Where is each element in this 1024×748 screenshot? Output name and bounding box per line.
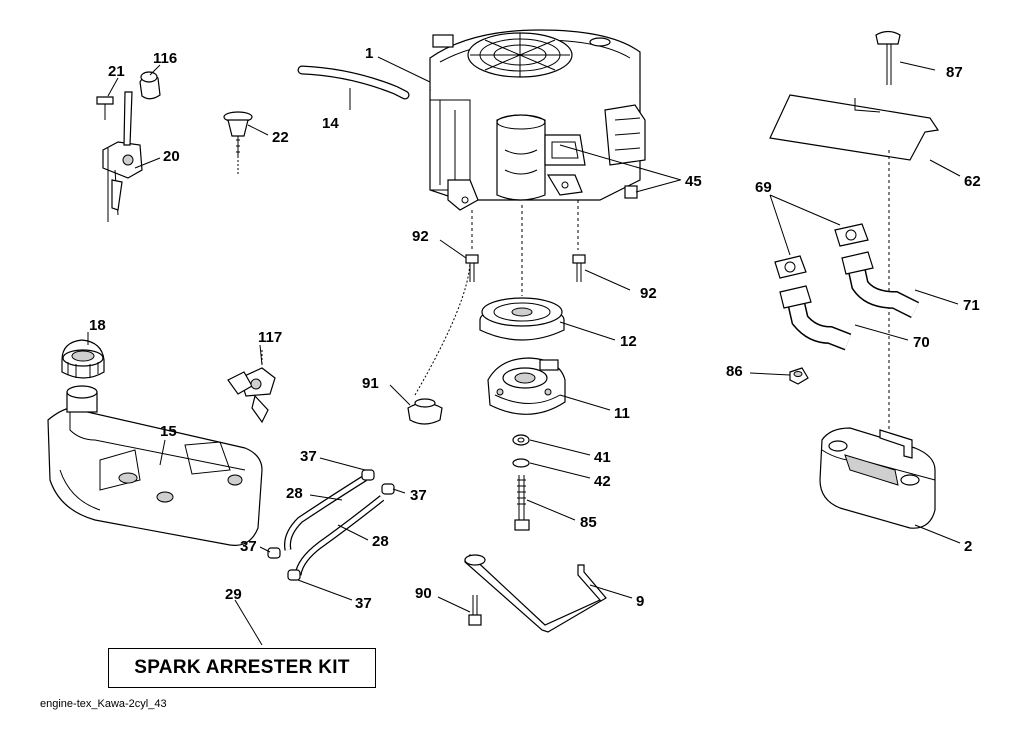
- oil-drain-plug: [624, 179, 681, 199]
- fuel-cap: [61, 339, 105, 379]
- muffler: [819, 427, 936, 529]
- exhaust-pipe-right: [841, 251, 920, 319]
- lock-washer: [512, 458, 530, 468]
- heat-shield: [769, 94, 940, 161]
- label-18: 18: [89, 317, 106, 334]
- clutch-bolt: [514, 475, 530, 531]
- part-labels: 1 116 21 22 14 20 87 62 45 69 92 92 71 1…: [89, 45, 981, 612]
- label-2: 2: [964, 538, 972, 555]
- label-92b: 92: [640, 285, 657, 302]
- label-117: 117: [258, 329, 282, 346]
- fuel-tank: [47, 385, 263, 546]
- label-37a: 37: [300, 448, 317, 465]
- label-37c: 37: [240, 538, 257, 555]
- label-85: 85: [580, 514, 597, 531]
- label-21: 21: [108, 63, 125, 80]
- label-42: 42: [594, 473, 611, 490]
- label-28b: 28: [372, 533, 389, 550]
- label-90: 90: [415, 585, 432, 602]
- label-1: 1: [365, 45, 373, 62]
- fuel-valve: [227, 350, 276, 424]
- hose-clamp: [267, 469, 395, 581]
- spark-arrester-kit-label: SPARK ARRESTER KIT: [134, 657, 350, 678]
- exhaust-pipe-left: [779, 285, 852, 351]
- throttle-knob: [139, 71, 161, 100]
- label-45: 45: [685, 173, 702, 190]
- engine: [429, 29, 646, 211]
- choke-knob: [96, 96, 114, 120]
- label-69: 69: [755, 179, 772, 196]
- label-86: 86: [726, 363, 743, 380]
- label-15: 15: [160, 423, 177, 440]
- label-71: 71: [963, 297, 980, 314]
- exhaust-nut: [789, 367, 809, 385]
- label-14: 14: [322, 115, 339, 132]
- label-9: 9: [636, 593, 644, 610]
- engine-bolt: [465, 200, 586, 282]
- label-37d: 37: [355, 595, 372, 612]
- diagram-caption: engine-tex_Kawa-2cyl_43: [40, 698, 167, 710]
- leader-lines: [87, 56, 961, 646]
- exhaust-gasket: [774, 223, 869, 279]
- throttle-control: [102, 91, 143, 222]
- label-22: 22: [272, 129, 289, 146]
- spark-arrester-kit-box: SPARK ARRESTER KIT: [108, 648, 376, 688]
- electric-clutch: [487, 357, 566, 415]
- spacer: [407, 259, 471, 425]
- label-116: 116: [153, 50, 177, 67]
- label-37b: 37: [410, 487, 427, 504]
- label-87: 87: [946, 64, 963, 81]
- engine-brace: [464, 554, 607, 633]
- shield-knob: [875, 30, 901, 430]
- washer: [512, 434, 530, 446]
- label-29: 29: [225, 586, 242, 603]
- label-70: 70: [913, 334, 930, 351]
- label-12: 12: [620, 333, 637, 350]
- dipstick: [223, 111, 253, 175]
- label-41: 41: [594, 449, 611, 466]
- label-92a: 92: [412, 228, 429, 245]
- label-62: 62: [964, 173, 981, 190]
- label-91: 91: [362, 375, 379, 392]
- pulley: [479, 205, 565, 341]
- label-20: 20: [163, 148, 180, 165]
- label-11: 11: [614, 405, 630, 422]
- brace-bolt: [468, 595, 482, 626]
- label-28a: 28: [286, 485, 303, 502]
